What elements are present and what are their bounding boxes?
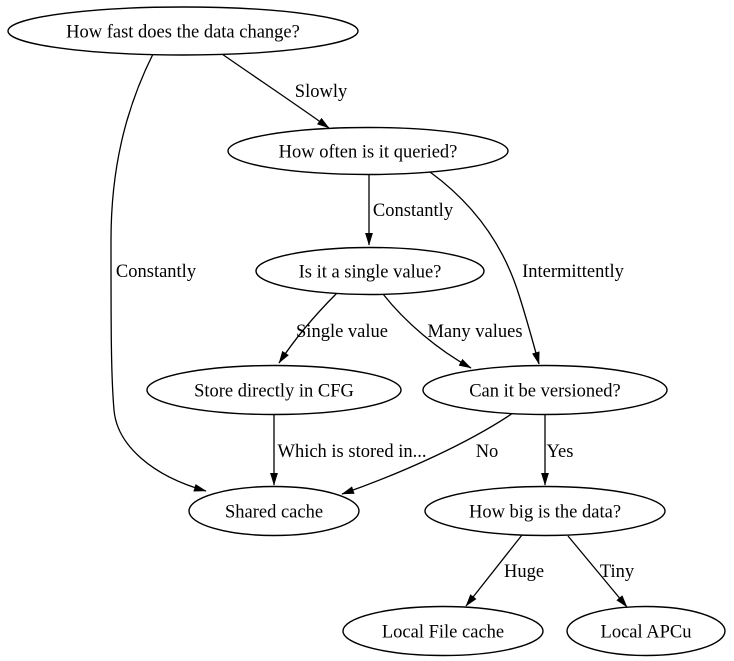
edge-line: [221, 53, 330, 129]
node-label: Local APCu: [601, 623, 692, 643]
edge-label: Which is stored in...: [277, 442, 426, 462]
node-ellipse: [188, 485, 360, 537]
node-how-fast: How fast does the data change?: [7, 6, 359, 56]
edge-line: [465, 534, 523, 607]
node-label: How often is it queried?: [279, 143, 458, 163]
node-is-single-value: Is it a single value?: [255, 246, 485, 296]
node-ellipse: [227, 126, 509, 176]
edge-line: [110, 53, 207, 492]
edge-single-value: Single value: [278, 292, 388, 364]
edge-line: [341, 412, 514, 495]
edge-label: No: [476, 442, 499, 462]
edge-huge: Huge: [465, 534, 544, 607]
edge-line: [382, 293, 472, 369]
node-label: Store directly in CFG: [194, 382, 354, 402]
node-can-be-versioned: Can it be versioned?: [422, 364, 668, 416]
node-label: How big is the data?: [469, 503, 621, 523]
node-local-file-cache: Local File cache: [342, 605, 544, 657]
edge-slowly: Slowly: [221, 53, 348, 129]
node-ellipse: [146, 364, 402, 416]
edge-label: Many values: [427, 322, 522, 342]
edge-many-values: Many values: [382, 293, 523, 369]
edge-label: Slowly: [295, 82, 348, 102]
node-ellipse: [255, 246, 485, 296]
edge-label: Constantly: [373, 201, 454, 221]
node-label: Is it a single value?: [299, 263, 442, 283]
node-label: Can it be versioned?: [469, 382, 621, 402]
edge-label: Huge: [504, 562, 544, 582]
node-ellipse: [566, 605, 726, 657]
edge-label: Yes: [547, 442, 574, 462]
node-label: How fast does the data change?: [66, 23, 300, 43]
node-local-apcu: Local APCu: [566, 605, 726, 657]
edge-label: Constantly: [116, 262, 197, 282]
edge-which-is-stored-in: Which is stored in...: [270, 415, 427, 486]
node-shared-cache: Shared cache: [188, 485, 360, 537]
edge-intermittently: Intermittently: [429, 171, 625, 365]
node-store-in-cfg: Store directly in CFG: [146, 364, 402, 416]
edge-line: [429, 171, 540, 365]
node-how-often: How often is it queried?: [227, 126, 509, 176]
node-label: Local File cache: [382, 623, 504, 643]
edge-line: [567, 535, 628, 608]
node-ellipse: [342, 605, 544, 657]
edge-yes: Yes: [541, 414, 574, 486]
node-ellipse: [422, 364, 668, 416]
node-ellipse: [7, 6, 359, 56]
node-ellipse: [424, 485, 666, 537]
edge-label: Intermittently: [522, 262, 624, 282]
edge-label: Single value: [296, 322, 388, 342]
edge-constantly-from-queried: Constantly: [365, 175, 454, 246]
node-label: Shared cache: [225, 503, 323, 523]
edge-constantly-from-change: Constantly: [110, 53, 207, 492]
edge-tiny: Tiny: [567, 535, 635, 608]
node-how-big: How big is the data?: [424, 485, 666, 537]
edge-label: Tiny: [600, 562, 635, 582]
edge-no: No: [341, 412, 514, 495]
edge-line: [278, 292, 338, 364]
